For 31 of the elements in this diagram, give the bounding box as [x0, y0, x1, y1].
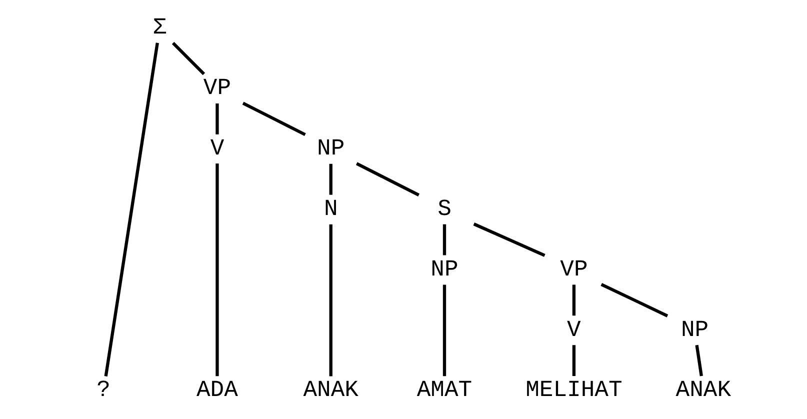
connector — [695, 344, 703, 376]
node-text: ? — [96, 377, 110, 404]
connector — [329, 164, 332, 195]
node-text: ANAK — [303, 377, 358, 404]
node-text: ADA — [196, 377, 238, 404]
node-text: Σ — [152, 14, 167, 41]
connector — [442, 224, 446, 256]
connector — [242, 102, 306, 136]
node-text: MELIHAT — [526, 377, 622, 404]
node-text: N — [324, 196, 338, 222]
connector — [104, 42, 159, 377]
connector — [356, 162, 420, 196]
connector — [216, 163, 219, 376]
connector — [442, 284, 446, 376]
node-text: NP — [317, 136, 345, 162]
connector — [600, 282, 668, 318]
node-text: VP — [560, 256, 588, 282]
node-text: AMAT — [416, 377, 472, 404]
node-text: V — [210, 136, 224, 162]
connector — [172, 42, 206, 76]
connector — [329, 224, 332, 376]
node-text: NP — [430, 256, 458, 282]
connector — [473, 222, 546, 257]
connector — [572, 345, 576, 376]
node-text: S — [438, 196, 452, 222]
node-text: VP — [203, 75, 232, 102]
connector — [572, 284, 576, 316]
node-text: NP — [680, 316, 709, 343]
connector — [216, 103, 219, 134]
node-text: ANAK — [676, 377, 732, 404]
node-text: V — [567, 316, 581, 343]
